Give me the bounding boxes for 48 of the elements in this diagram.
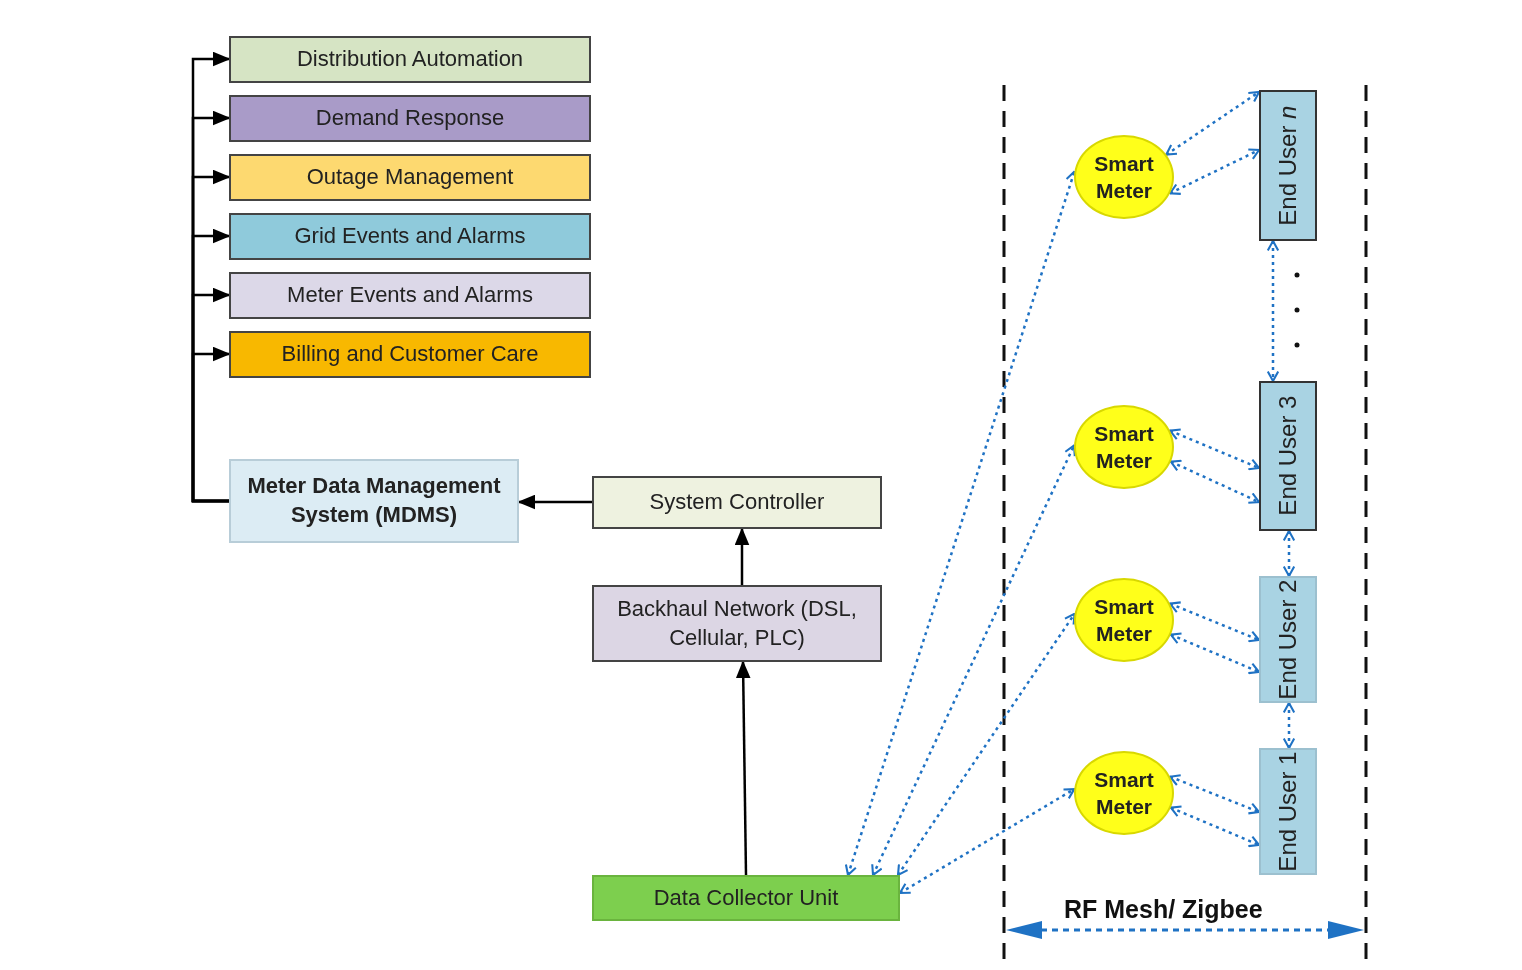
arrow [735,660,751,875]
arrow [1169,601,1261,643]
end-user-box [1259,381,1317,531]
box-label: Backhaul Network (DSL, Cellular, PLC) [616,594,858,652]
end-user-label: End User 1 [1273,751,1303,872]
end-user-box [1259,576,1317,703]
arrow [1169,148,1261,195]
process-box [592,875,900,921]
arrow [1165,90,1261,156]
box-label: Grid Events and Alarms [294,222,526,251]
arrow [191,346,231,503]
end-user-label: End User 3 [1273,395,1303,517]
process-box [592,476,882,529]
arrow [1282,701,1296,750]
box-label: Demand Response [315,104,505,133]
box-label: Distribution Automation [296,45,524,74]
arrow [1282,529,1296,578]
process-box [229,331,591,378]
box-label: Outage Management [306,163,514,192]
process-box [229,213,591,260]
arrow [1169,805,1261,848]
system-box [229,459,519,543]
process-box [229,272,591,319]
box-label: Smart Meter [1093,766,1155,820]
box-label: Meter Data Management System (MDMS) [246,472,502,529]
end-user-label: End User n [1273,105,1303,226]
arrow [1169,459,1261,504]
process-box [592,585,882,662]
box-label: Smart Meter [1093,420,1155,474]
box-label: Meter Events and Alarms [287,281,533,310]
arrow [871,444,1076,877]
arrow [1169,632,1261,675]
process-box [229,36,591,83]
box-label: Smart Meter [1093,593,1155,647]
box-label: Smart Meter [1093,150,1155,204]
arrow [1169,428,1261,471]
end-user-box [1259,90,1317,241]
arrow [1266,239,1280,383]
process-box [229,95,591,142]
arrow [1169,774,1261,815]
box-label: Billing and Customer Care [281,340,539,369]
box-label: Data Collector Unit [653,883,839,912]
arrow [734,527,750,585]
end-user-label: End User 2 [1273,579,1303,700]
arrow [896,612,1076,877]
box-label: System Controller [649,488,825,517]
end-user-box [1259,748,1317,875]
process-box [229,154,591,201]
